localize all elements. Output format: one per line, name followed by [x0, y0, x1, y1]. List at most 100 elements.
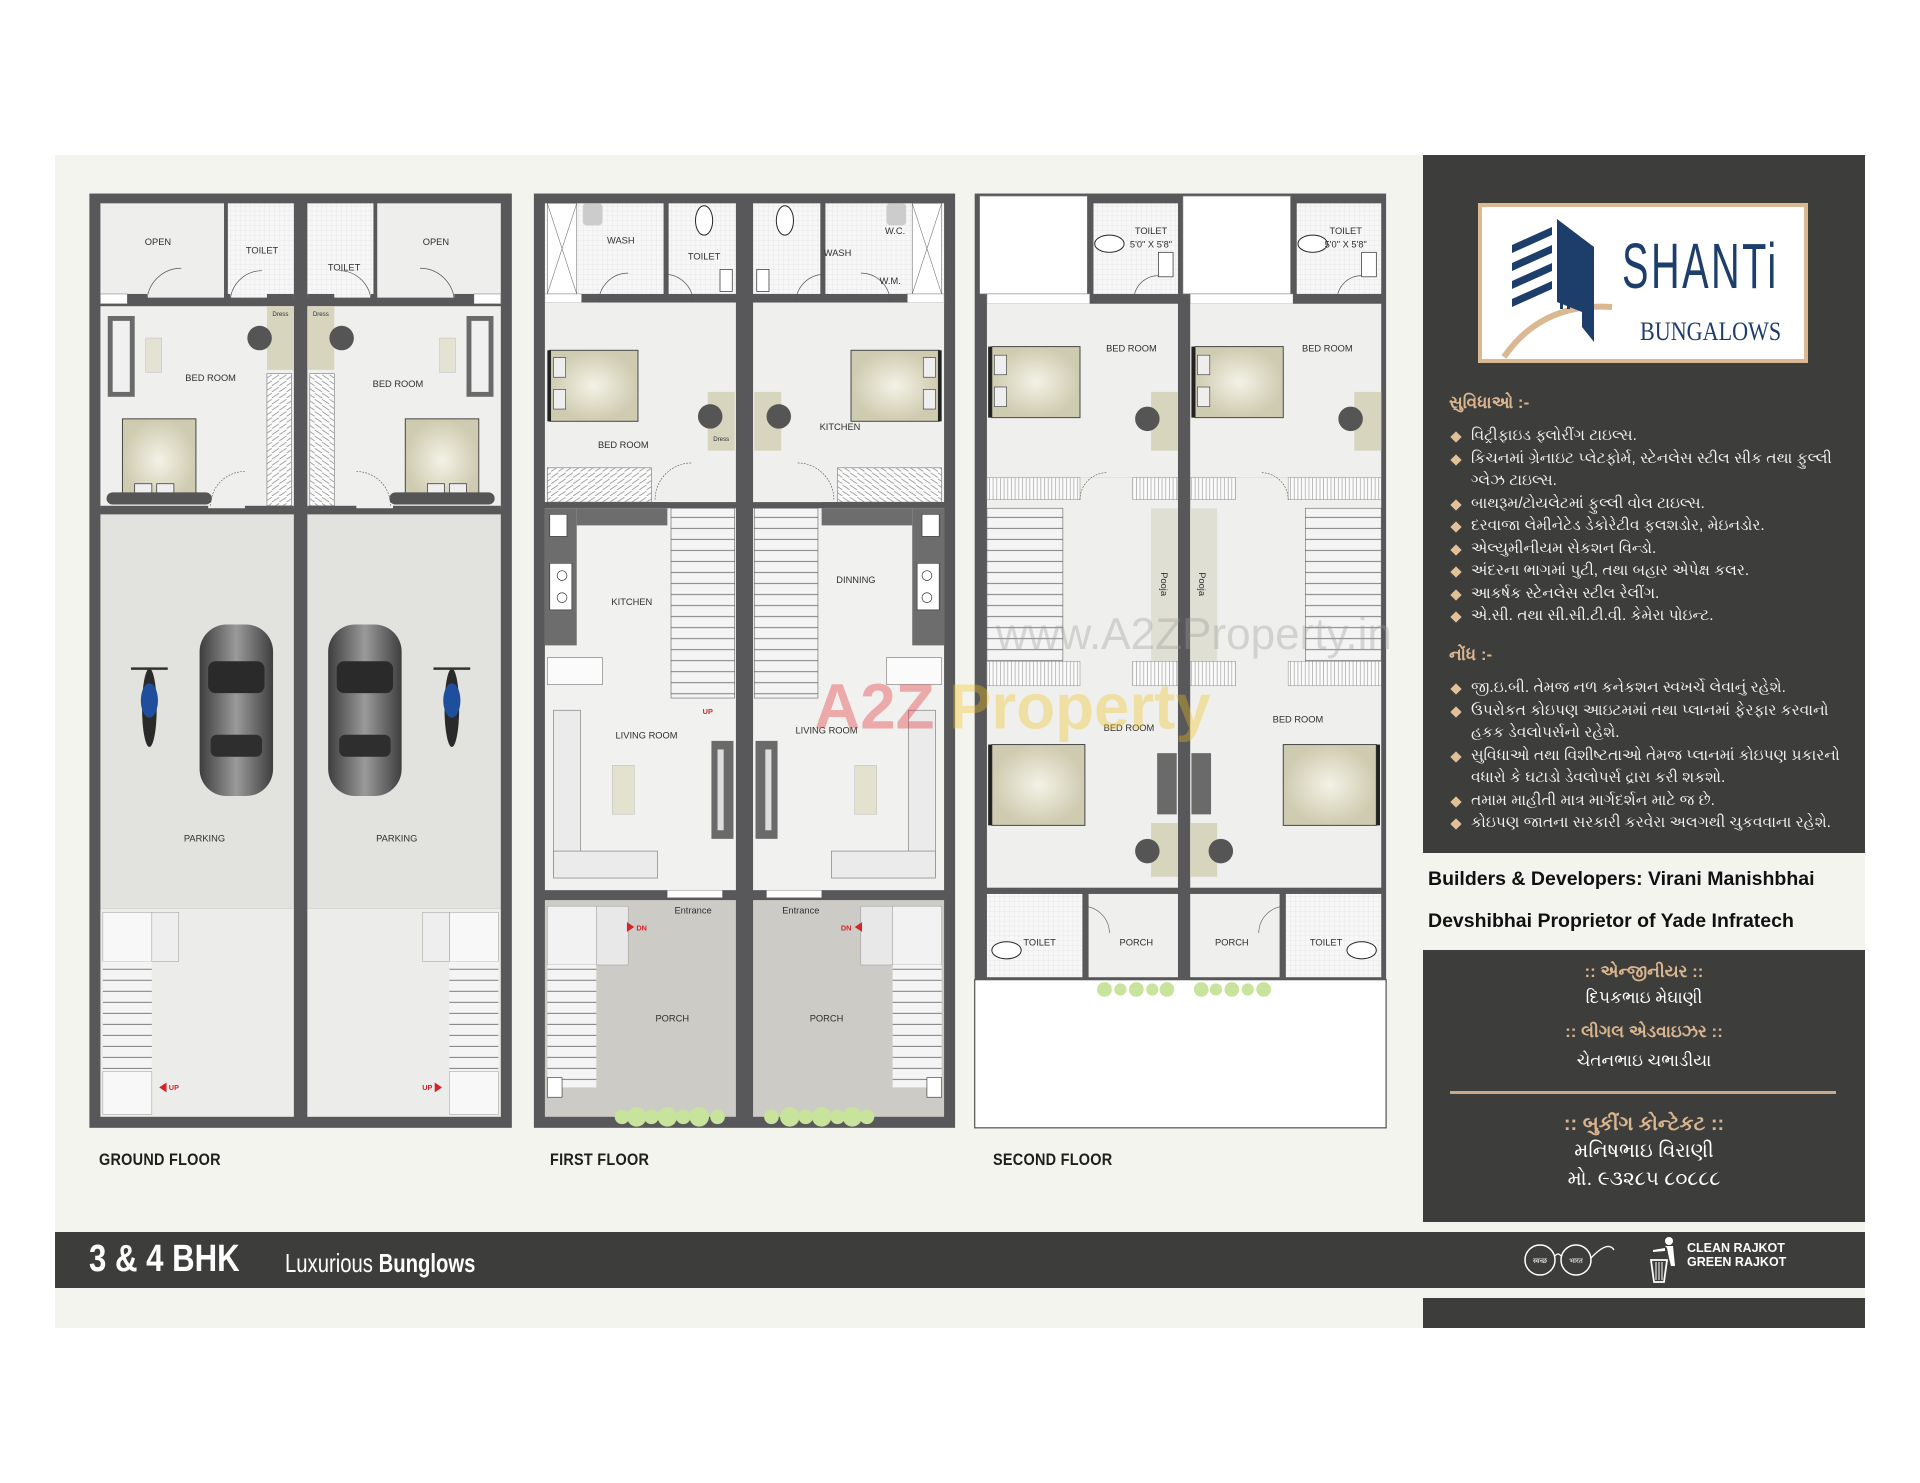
first-floor-plan: WASH TOILET BED ROOM KITCHEN LIVING ROOM…	[533, 193, 956, 1128]
engineer-heading: :: એન્જીનીયર ::	[1584, 962, 1704, 981]
footer-bar	[1423, 1298, 1865, 1328]
room-label: BED ROOM	[185, 373, 236, 383]
room-label: LIVING ROOM	[616, 730, 678, 740]
stair-down-marker: DN	[636, 924, 647, 933]
notes-list: જી.ઇ.બી. તેમજ નળ કનેકશન સ્વખર્ચે લેવાનું…	[1449, 677, 1859, 835]
swachh-bharat-logo-icon: स्वच्छ भारत	[1524, 1244, 1615, 1276]
room-label: KITCHEN	[611, 597, 652, 607]
amenity-item: કિચનમાં ગ્રેનાઇટ પ્લેટફોર્મ, સ્ટેનલેસ સ્…	[1449, 448, 1859, 493]
room-label: Pooja	[1197, 572, 1207, 597]
room-label: Pooja	[1159, 572, 1169, 597]
room-label: BED ROOM	[373, 379, 424, 389]
note-item: જી.ઇ.બી. તેમજ નળ કનેકશન સ્વખર્ચે લેવાનું…	[1449, 677, 1859, 700]
second-floor-title: SECOND FLOOR	[993, 1150, 1113, 1169]
room-label: TOILET	[1310, 937, 1343, 947]
amenity-item: વિટ્રીફાઇડ ફ્લોરીંગ ટાઇલ્સ.	[1449, 425, 1859, 448]
room-label: OPEN	[423, 237, 449, 247]
shanti-logo: SHANTi BUNGALOWS	[1478, 203, 1808, 363]
room-label: PORCH	[810, 1013, 844, 1023]
amenities-list: વિટ્રીફાઇડ ફ્લોરીંગ ટાઇલ્સ. કિચનમાં ગ્રે…	[1449, 425, 1859, 628]
entrance-label: Entrance	[782, 906, 819, 916]
contacts-panel: :: એન્જીનીયર :: દિપકભાઇ મેઘાણી :: લીગલ એ…	[1423, 950, 1865, 1222]
notes-heading: નોંધ :-	[1449, 645, 1493, 664]
second-unit-right-top	[1182, 195, 1382, 479]
booking-name: મનિષભાઇ વિરાણી	[1574, 1140, 1714, 1162]
room-label: WASH	[607, 236, 635, 246]
room-label: KITCHEN	[820, 422, 861, 432]
amenity-item: આકર્ષક સ્ટેનલેસ સ્ટીલ રેલીંગ.	[1449, 583, 1859, 606]
second-floor-plan: TOILET 5'0" X 5'8" BED ROOM TOILET 5'0" …	[974, 193, 1387, 1129]
amenities-panel: SHANTi BUNGALOWS સુવિધાઓ :- વિટ્રીફાઇડ ફ…	[1423, 155, 1865, 853]
stair-up-marker: UP	[169, 1083, 179, 1092]
stair-up-marker: UP	[703, 707, 713, 716]
watermark-url: www.A2ZProperty.in	[995, 610, 1392, 659]
room-label: PARKING	[376, 833, 417, 843]
room-label: W.C.	[885, 226, 905, 236]
amenities-heading: સુવિધાઓ :-	[1449, 393, 1530, 412]
ground-unit-left	[99, 202, 296, 1119]
amenity-item: દરવાજા લેમીનેટેડ ડેકોરેટીવ ફલશડોર, મેઇનડ…	[1449, 515, 1859, 538]
builders-line-2: Devshibhai Proprietor of Yade Infratech	[1428, 910, 1794, 932]
ground-unit-right	[306, 202, 503, 1119]
tagline-bold: Bunglows	[378, 1248, 476, 1278]
room-label: TOILET	[1023, 937, 1056, 947]
room-label: LIVING ROOM	[796, 726, 858, 736]
room-label: TOILET	[246, 246, 279, 256]
dress-label: Dress	[313, 311, 329, 318]
room-label: TOILET	[688, 252, 721, 262]
logo-name: SHANTi	[1622, 230, 1779, 302]
room-dimension: 5'0" X 5'8"	[1130, 239, 1172, 249]
booking-heading: :: બુકીંગ કોન્ટેકટ ::	[1563, 1113, 1725, 1135]
second-unit-right-bottom	[1189, 472, 1382, 998]
legal-name: ચેતનભાઇ ચભાડીયા	[1576, 1051, 1712, 1070]
amenity-item: એ.સી. તથા સી.સી.ટી.વી. કેમેરા પોઇન્ટ.	[1449, 605, 1859, 628]
building-logo-icon	[1501, 219, 1613, 359]
room-label: PORCH	[1215, 937, 1249, 947]
tagline-light: Luxurious	[285, 1248, 373, 1278]
room-label: BED ROOM	[1302, 344, 1353, 354]
builders-info: Builders & Developers: Virani Manishbhai…	[1428, 858, 1868, 942]
clean-rajkot-text: CLEAN RAJKOT GREEN RAJKOT	[1687, 1241, 1786, 1269]
booking-phone: મો. ૯૩૨૮૫ ૮૦૮૮૮	[1567, 1168, 1721, 1190]
watermark-brand-b: Property	[949, 672, 1211, 743]
room-label: PARKING	[184, 833, 225, 843]
entrance-label: Entrance	[674, 906, 711, 916]
logo-subtitle: BUNGALOWS	[1640, 317, 1782, 346]
legal-heading: :: લીગલ એડવાઇઝર ::	[1565, 1022, 1723, 1041]
room-label: WASH	[824, 248, 852, 258]
tagline: Luxurious Bunglows	[285, 1248, 475, 1279]
second-unit-left-top	[978, 195, 1179, 479]
bharat-text: भारत	[1569, 1258, 1584, 1265]
dress-label: Dress	[272, 311, 288, 318]
room-label: TOILET	[1330, 226, 1363, 236]
first-unit-left	[544, 202, 737, 1128]
room-label: PORCH	[655, 1013, 689, 1023]
room-label: BED ROOM	[1104, 723, 1155, 733]
bhk-title: 3 & 4 BHK	[89, 1238, 240, 1280]
dress-label: Dress	[713, 436, 729, 443]
stair-down-marker: DN	[841, 924, 852, 933]
first-unit-right	[752, 202, 945, 1128]
room-label: TOILET	[328, 263, 361, 273]
stair-up-marker: UP	[422, 1083, 432, 1092]
room-dimension: 5'0" X 5'8"	[1325, 239, 1367, 249]
room-label: TOILET	[1135, 226, 1168, 236]
amenity-item: અંદરના ભાગમાં પુટી, તથા બહાર એપેક્ષ કલર.	[1449, 560, 1859, 583]
amenity-item: બાથરૂમ/ટોયલેટમાં ફુલ્લી વોલ ટાઇલ્સ.	[1449, 493, 1859, 516]
watermark-brand-a: A2Z	[814, 672, 934, 743]
room-label: OPEN	[145, 237, 171, 247]
divider	[1450, 1091, 1836, 1094]
trash-bin-person-icon	[1649, 1237, 1675, 1283]
room-label: DINNING	[836, 575, 875, 585]
ground-floor-plan: OPEN TOILET BED ROOM PARKING TOILET OPEN…	[89, 193, 512, 1128]
note-item: સુવિધાઓ તથા વિશીષ્ટતાઓ તેમજ પ્લાનમાં કોઇ…	[1449, 745, 1859, 790]
note-item: તમામ માહીતી માત્ર માર્ગદર્શન માટે જ છે.	[1449, 790, 1859, 813]
note-item: કોઇપણ જાતના સરકારી કરવેરા અલગથી ચુકવવાના…	[1449, 812, 1859, 835]
ground-floor-title: GROUND FLOOR	[99, 1150, 221, 1169]
room-label: PORCH	[1120, 937, 1154, 947]
engineer-name: દિપકભાઇ મેઘાણી	[1585, 988, 1703, 1007]
clean-line-2: GREEN RAJKOT	[1687, 1255, 1787, 1269]
builders-line-1: Builders & Developers: Virani Manishbhai	[1428, 868, 1815, 890]
room-label: BED ROOM	[1106, 344, 1157, 354]
